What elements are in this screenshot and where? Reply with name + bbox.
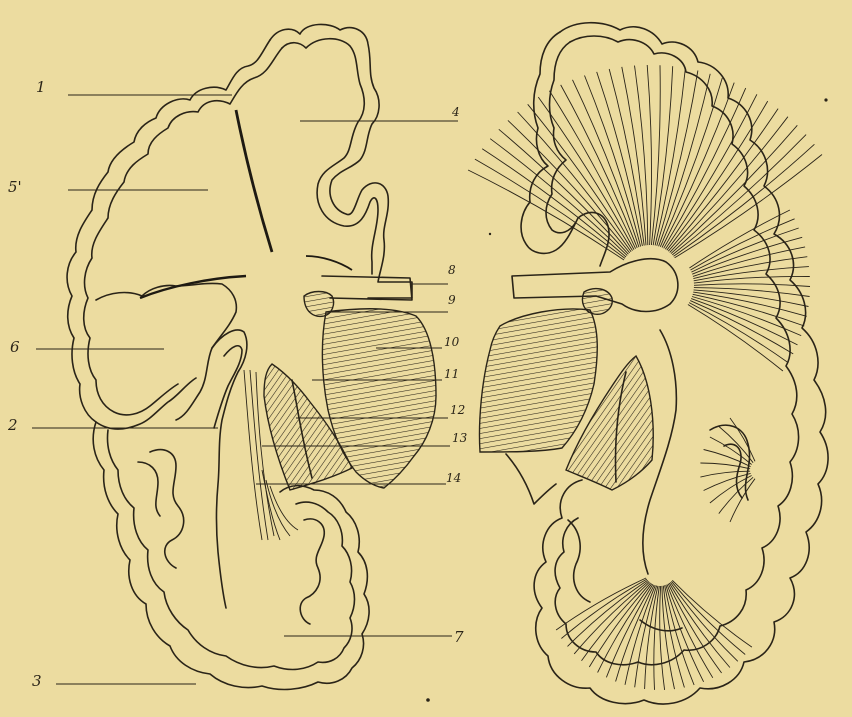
- fiber-line: [700, 471, 750, 477]
- fiber-line: [528, 104, 633, 250]
- right-medial-outline: [521, 32, 609, 266]
- left-corpus-callosum: [322, 276, 412, 300]
- fiber-line: [518, 112, 632, 252]
- fiber-line: [670, 117, 788, 253]
- left-cortex-inner-upper: [282, 39, 378, 274]
- fiber-line: [574, 581, 648, 654]
- label-14: 14: [446, 471, 461, 485]
- left-temporal-fold: [300, 519, 324, 624]
- fiber-line: [666, 585, 704, 682]
- right-thalamus: [479, 309, 597, 452]
- fiber-line: [691, 299, 797, 345]
- label-1: 1: [36, 78, 46, 96]
- ink-speck: [426, 698, 430, 702]
- fiber-line: [664, 88, 746, 248]
- fiber-line: [651, 65, 660, 245]
- label-6: 6: [10, 338, 20, 356]
- fiber-line: [657, 71, 698, 246]
- left-cortex-inner-lateral: [84, 48, 282, 415]
- fiber-line: [691, 228, 798, 272]
- fiber-line: [585, 76, 641, 247]
- left-insula-fold: [212, 330, 247, 608]
- label-13: 13: [452, 431, 468, 445]
- left-temporal-fold-2: [150, 450, 184, 568]
- ink-speck: [824, 98, 827, 101]
- label-2: 2: [7, 416, 18, 434]
- fiber-line: [475, 159, 625, 258]
- fiber-line: [645, 586, 658, 689]
- left-insula-fold-inner: [214, 346, 242, 428]
- left-upper-sulcus: [306, 256, 352, 270]
- label-10: 10: [444, 335, 460, 349]
- fiber-line: [482, 149, 626, 257]
- left-caudate-knob: [304, 292, 334, 317]
- fiber-line: [653, 66, 673, 245]
- fiber-line: [582, 582, 650, 661]
- fiber-line: [670, 582, 737, 661]
- fiber-line: [647, 65, 651, 245]
- right-temporal-fold-3: [568, 520, 590, 602]
- fiber-line: [490, 139, 627, 256]
- fiber-line: [704, 473, 751, 490]
- fiber-line: [691, 219, 795, 270]
- fiber-line: [597, 72, 643, 246]
- label-7: 7: [454, 628, 464, 646]
- ink-speck: [489, 233, 491, 235]
- label-9: 9: [448, 293, 456, 307]
- fiber-line: [668, 109, 778, 252]
- fiber-line: [667, 101, 768, 250]
- label-12: 12: [450, 403, 465, 417]
- right-capsule-edge: [506, 454, 556, 504]
- label-4: 4: [451, 105, 460, 119]
- left-temporal-fold-3: [138, 462, 160, 516]
- label-8: 8: [448, 263, 456, 277]
- right-hemisphere: [468, 23, 828, 704]
- label-5: 5': [8, 178, 22, 196]
- fiber-line: [549, 91, 635, 249]
- fiber-line: [700, 463, 750, 469]
- left-central-sulcus: [236, 110, 272, 252]
- label-11: 11: [444, 367, 459, 381]
- left-hemisphere: [67, 24, 436, 689]
- fiber-line: [671, 125, 797, 253]
- left-sylvian-fold: [96, 283, 236, 420]
- fiber-line: [694, 284, 810, 287]
- label-3: 3: [32, 672, 42, 690]
